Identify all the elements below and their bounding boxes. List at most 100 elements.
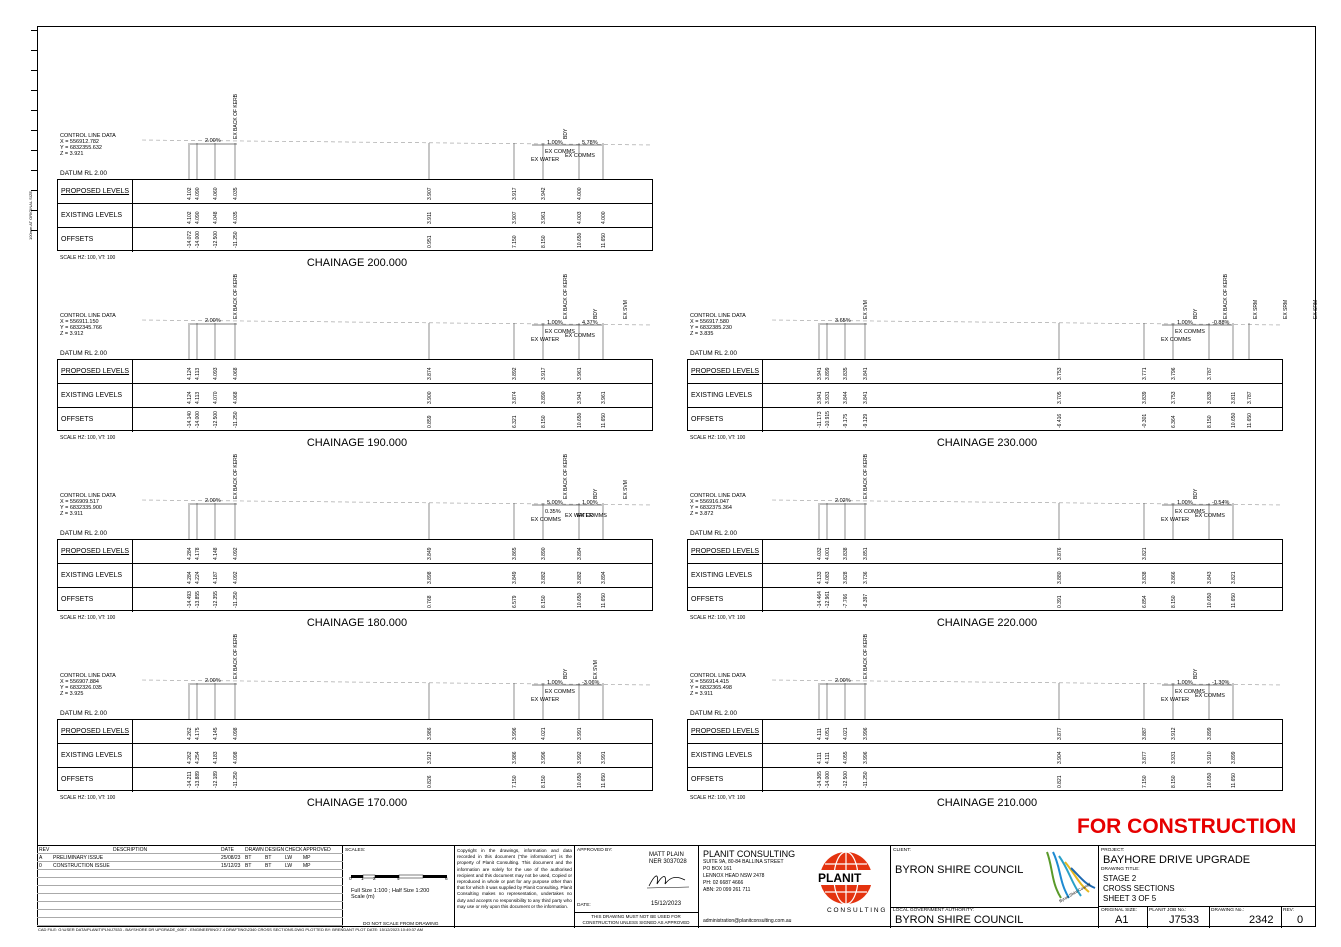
tick [31, 70, 37, 71]
vertical-callout: EX BACK OF KERB [563, 273, 569, 319]
tick [31, 130, 37, 131]
rev-row [37, 910, 343, 918]
existing-value: 4.092 [233, 571, 239, 584]
rev-value: 0 [1297, 914, 1304, 926]
drawing-title-2: CROSS SECTIONS [1103, 884, 1175, 893]
existing-value: 4.068 [233, 391, 239, 404]
tick [31, 210, 37, 211]
offsets-label: OFFSETS [691, 776, 724, 783]
grade-callout: 2.00% [205, 498, 221, 504]
datum: DATUM RL 2.00 [690, 710, 737, 717]
existing-value: 3.828 [843, 571, 849, 584]
rev-cell: BT [265, 863, 272, 869]
grade-callout: EX COMMS [545, 329, 575, 335]
grade-callout: EX COMMS [1195, 693, 1225, 699]
company-phone: PH: 02 6687 4666 [703, 880, 744, 886]
proposed-value: 3.917 [512, 187, 518, 200]
grade-callout: 1.00% [547, 140, 563, 146]
tick [31, 90, 37, 91]
proposed-value: 3.874 [427, 367, 433, 380]
rev-row [37, 918, 343, 926]
offsets-value: 10.650 [1231, 412, 1237, 428]
control-line-data: CONTROL LINE DATA X = 556912.782 Y = 683… [60, 133, 116, 157]
drawing-frame [37, 26, 1316, 927]
existing-label: EXISTING LEVELS [61, 212, 123, 219]
profile-drawing [771, 499, 1284, 539]
rev-cell: DESCRIPTION [113, 847, 148, 853]
existing-value: 4.284 [187, 571, 193, 584]
offsets-value: -11.250 [233, 411, 239, 428]
scale-tick-6: 6 [445, 877, 448, 882]
offsets-value: 7.150 [512, 775, 518, 788]
offsets-row: OFFSETS [688, 408, 1282, 432]
proposed-value: 3.986 [427, 727, 433, 740]
section-s170: CONTROL LINE DATA X = 556907.884 Y = 683… [57, 634, 657, 815]
proposed-value: 3.821 [1142, 547, 1148, 560]
rev-cell: 15/12/23 [221, 863, 241, 869]
proposed-value: 3.907 [427, 187, 433, 200]
existing-value: 3.882 [577, 571, 583, 584]
existing-value: 3.890 [541, 391, 547, 404]
offsets-value: -14.000 [195, 411, 201, 428]
rev-cell: LW [285, 863, 293, 869]
rev-cell: BT [245, 863, 252, 869]
company-panel: PLANIT CONSULTING SUITE 9A, 80-84 BALLIN… [699, 846, 891, 928]
grade-callout: EX COMMS [565, 333, 595, 339]
proposed-value: 4.113 [195, 367, 201, 380]
datum: DATUM RL 2.00 [690, 350, 737, 357]
grade-callout: 1.00% [547, 320, 563, 326]
grade-callout: 1.00% [582, 500, 598, 506]
rev-row [37, 894, 343, 902]
existing-label: EXISTING LEVELS [61, 752, 123, 759]
existing-value: 4.262 [187, 751, 193, 764]
vertical-callout: EX SRM [1283, 299, 1289, 319]
proposed-value: 3.771 [1142, 367, 1148, 380]
planit-logo-text: PLANIT [818, 871, 862, 885]
offsets-value: 10.650 [1207, 592, 1213, 608]
grade-callout: EX WATER [531, 697, 560, 703]
proposed-value: 4.098 [233, 727, 239, 740]
grade-callout: 5.78% [582, 140, 598, 146]
proposed-value: 3.941 [817, 367, 823, 380]
existing-value: 3.900 [427, 391, 433, 404]
job-label: PLANIT JOB No.: [1149, 908, 1187, 913]
existing-row: EXISTING LEVELS [58, 564, 652, 588]
proposed-value: 4.090 [195, 187, 201, 200]
proposed-value: 3.892 [512, 367, 518, 380]
proposed-value: 4.092 [233, 547, 239, 560]
existing-value: 3.843 [1207, 571, 1213, 584]
existing-label: EXISTING LEVELS [691, 392, 753, 399]
existing-value: 4.254 [195, 751, 201, 764]
offsets-label: OFFSETS [61, 236, 94, 243]
offsets-row: OFFSETS [58, 228, 652, 252]
grade-callout: 2.02% [835, 498, 851, 504]
offsets-value: 11.650 [601, 413, 607, 428]
offsets-value: -12.500 [213, 231, 219, 248]
copyright-text: Copyright in the drawings, information a… [457, 848, 572, 909]
chainage-title: CHAINAGE 200.000 [306, 257, 408, 269]
existing-value: 3.931 [1171, 751, 1177, 764]
rev-cell: LW [285, 855, 293, 861]
existing-value: 4.111 [825, 752, 831, 764]
offsets-value: 8.150 [541, 595, 547, 608]
offsets-value: -14.365 [817, 771, 823, 788]
proposed-value: 3.876 [1057, 547, 1063, 560]
existing-value: 4.102 [187, 211, 193, 224]
offsets-value: -12.500 [843, 771, 849, 788]
vertical-callout: BDY [593, 488, 599, 499]
proposed-label: PROPOSED LEVELS [61, 368, 130, 375]
proposed-value: 3.877 [1057, 727, 1063, 740]
vertical-callout: EX SRM [1253, 299, 1259, 319]
offsets-value: 6.579 [512, 595, 518, 608]
existing-surface-line [141, 499, 654, 506]
level-table: PROPOSED LEVELS EXISTING LEVELS OFFSETS [57, 359, 653, 432]
proposed-value: 4.124 [187, 367, 193, 380]
company-addr3: LENNOX HEAD NSW 2478 [703, 873, 765, 879]
proposed-row: PROPOSED LEVELS [58, 540, 652, 564]
company-abn: ABN: 20 099 261 711 [703, 887, 751, 893]
offsets-label: OFFSETS [691, 596, 724, 603]
offsets-value: -13.889 [195, 771, 201, 788]
grade-callout: 1.00% [547, 680, 563, 686]
proposed-value: 3.841 [863, 367, 869, 380]
